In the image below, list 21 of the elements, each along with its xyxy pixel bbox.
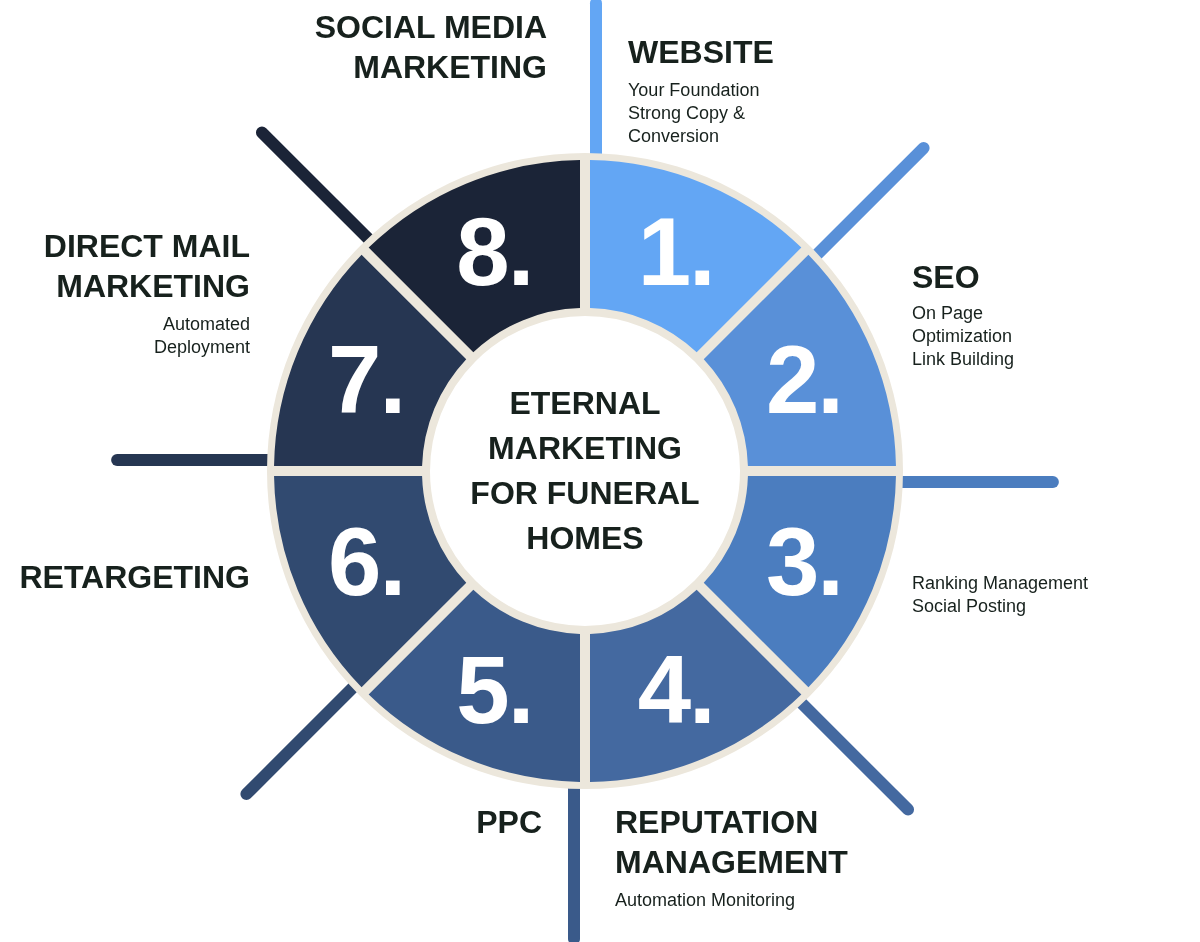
segment-number: 6.	[328, 521, 405, 602]
segment-number: 3.	[765, 521, 842, 602]
center-title: ETERNAL MARKETING FOR FUNERAL HOMES	[469, 384, 701, 558]
category-heading: DIRECT MAIL MARKETING	[42, 227, 250, 306]
category-description: Automation Monitoring	[615, 889, 797, 912]
category-heading: WEBSITE	[628, 33, 775, 72]
category-heading: PPC	[475, 803, 542, 842]
category-heading: REPUTATION MANAGEMENT	[615, 803, 849, 882]
segment-number: 2.	[765, 340, 842, 421]
category-description: On Page Optimization Link Building	[912, 302, 1016, 371]
segment-number: 8.	[456, 212, 533, 293]
category-heading: RETARGETING	[18, 558, 250, 597]
category-description: Ranking Management Social Posting	[912, 572, 1090, 618]
segment-number: 1.	[637, 212, 714, 293]
category-description: Your Foundation Strong Copy & Conversion	[628, 79, 761, 148]
segment-number: 5.	[456, 649, 533, 730]
category-heading: SOCIAL MEDIA MARKETING	[313, 8, 547, 87]
segment-number: 4.	[637, 649, 714, 730]
category-heading: SEO	[912, 258, 981, 297]
segment-number: 7.	[328, 340, 405, 421]
category-description: Automated Deployment	[152, 313, 250, 359]
